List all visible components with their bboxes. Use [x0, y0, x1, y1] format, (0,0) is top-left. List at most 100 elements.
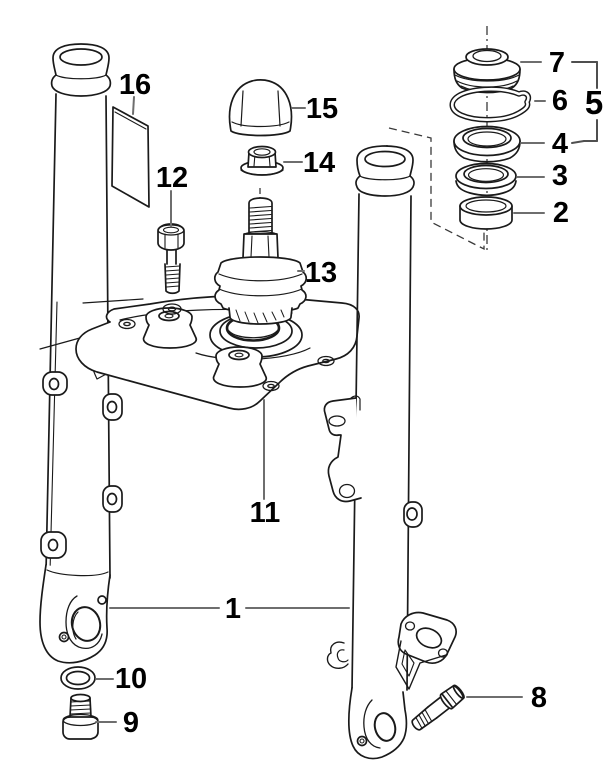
seal-side [453, 140, 521, 163]
dome-cap-nut [228, 79, 293, 137]
o-ring-inner [65, 670, 91, 686]
steering-stem [214, 197, 307, 325]
caliper-bolt [411, 684, 465, 731]
right-fork-leg [323, 145, 457, 760]
support-ring [455, 162, 517, 197]
nut-bore [253, 148, 271, 156]
stem-collar [242, 233, 279, 259]
lug-hole [48, 377, 60, 391]
fork-cap-left-tier [55, 74, 107, 80]
lug [403, 501, 423, 528]
lug-hole [106, 492, 118, 506]
callout-labels: 1 2 3 4 5 6 7 8 9 10 11 12 13 14 15 16 [115, 47, 603, 739]
screw-hole-inner [123, 321, 131, 327]
fork-cap-right-inner [364, 150, 406, 168]
clamp-contour [65, 595, 103, 650]
caliper-hole [404, 621, 416, 631]
film-edge-line [114, 111, 147, 130]
plug-top-inner [472, 49, 502, 63]
clip-wire-inner [450, 87, 530, 121]
bracket-hole [328, 415, 346, 427]
left-fork-lugs [40, 371, 123, 559]
screw-hole [262, 380, 280, 392]
axle-bore-right [373, 712, 397, 742]
bolt-head [157, 223, 185, 251]
lower-fork-bridge [75, 294, 360, 411]
drain-plug-screw [62, 693, 99, 740]
callout-13: 13 [305, 257, 337, 289]
context-line [82, 298, 144, 304]
axle-bore-shading [72, 611, 79, 640]
flange-ridge [218, 288, 303, 297]
callout-1: 1 [225, 593, 241, 625]
ring-bore [467, 168, 505, 182]
caliper-gusset [395, 640, 447, 690]
callout-8: 8 [531, 682, 547, 714]
collar-facet [267, 235, 270, 258]
clamp-tower [212, 346, 268, 388]
callout-2: 2 [553, 197, 569, 229]
screw-hole-inner [322, 358, 330, 364]
stem-flange [214, 256, 307, 313]
clamp-contour [363, 699, 381, 749]
pinch-bolt-hole-inner [61, 634, 67, 640]
fork-cap-left-inner [59, 48, 103, 66]
o-ring [60, 666, 96, 690]
dome-shoulder-line [231, 121, 290, 128]
bolt-shaft [435, 706, 451, 719]
ring-side [455, 180, 517, 197]
centerlines [259, 26, 488, 251]
callout-9: 9 [123, 707, 139, 739]
caliper-hole [437, 648, 449, 658]
bolt-threads [415, 709, 433, 730]
bore-inner-arc [228, 330, 278, 339]
pinch-bolt-hole [356, 735, 368, 747]
caliper-bore [415, 627, 443, 649]
callout-4: 4 [552, 128, 568, 160]
ring-rim [463, 164, 509, 184]
assembly-path-dashed [388, 127, 485, 251]
tower-hole [228, 349, 250, 361]
head-facet [445, 690, 458, 705]
screw-head-top [62, 713, 99, 727]
collar-facet [250, 235, 253, 258]
boss-hole [97, 595, 107, 605]
wire-clip [449, 86, 532, 123]
lug-hole [47, 538, 59, 552]
tower-hole-inner [234, 352, 244, 358]
screw-hole [162, 303, 182, 315]
bracket-notch [349, 395, 361, 411]
screw-hole-inner [267, 383, 275, 389]
bolt-socket [162, 226, 180, 234]
flange-ridge [218, 273, 303, 282]
o-ring-outer [60, 666, 96, 690]
seal-rim [462, 127, 512, 149]
callout-10: 10 [115, 663, 147, 695]
lug-hole [406, 507, 418, 521]
dome-facet [240, 90, 244, 127]
fork-cap-right [355, 145, 415, 197]
collar-top-arc [243, 231, 278, 235]
fork-cap-left [50, 43, 112, 97]
screw-plug [453, 48, 521, 94]
bolt-head-end [452, 684, 465, 700]
film-sheet [111, 106, 150, 208]
skirt-threads [235, 309, 285, 324]
nut-flange-rim [240, 169, 284, 176]
screw-head [62, 716, 99, 740]
nut-top [247, 145, 277, 159]
screw-threads [69, 700, 92, 715]
callout-3: 3 [552, 160, 568, 192]
leader-16 [132, 96, 135, 115]
leader-lines [95, 61, 598, 723]
screw-hole [118, 318, 136, 330]
bracket-hole [338, 483, 356, 499]
group-bracket-5 [571, 61, 598, 144]
tube-inner-line [49, 301, 58, 573]
slider-joint-line [46, 569, 109, 577]
plug-top [465, 48, 509, 66]
fork-tube-right-edge [406, 195, 412, 691]
fork-tube-left-edge [45, 93, 57, 573]
tower-hole [158, 310, 180, 322]
